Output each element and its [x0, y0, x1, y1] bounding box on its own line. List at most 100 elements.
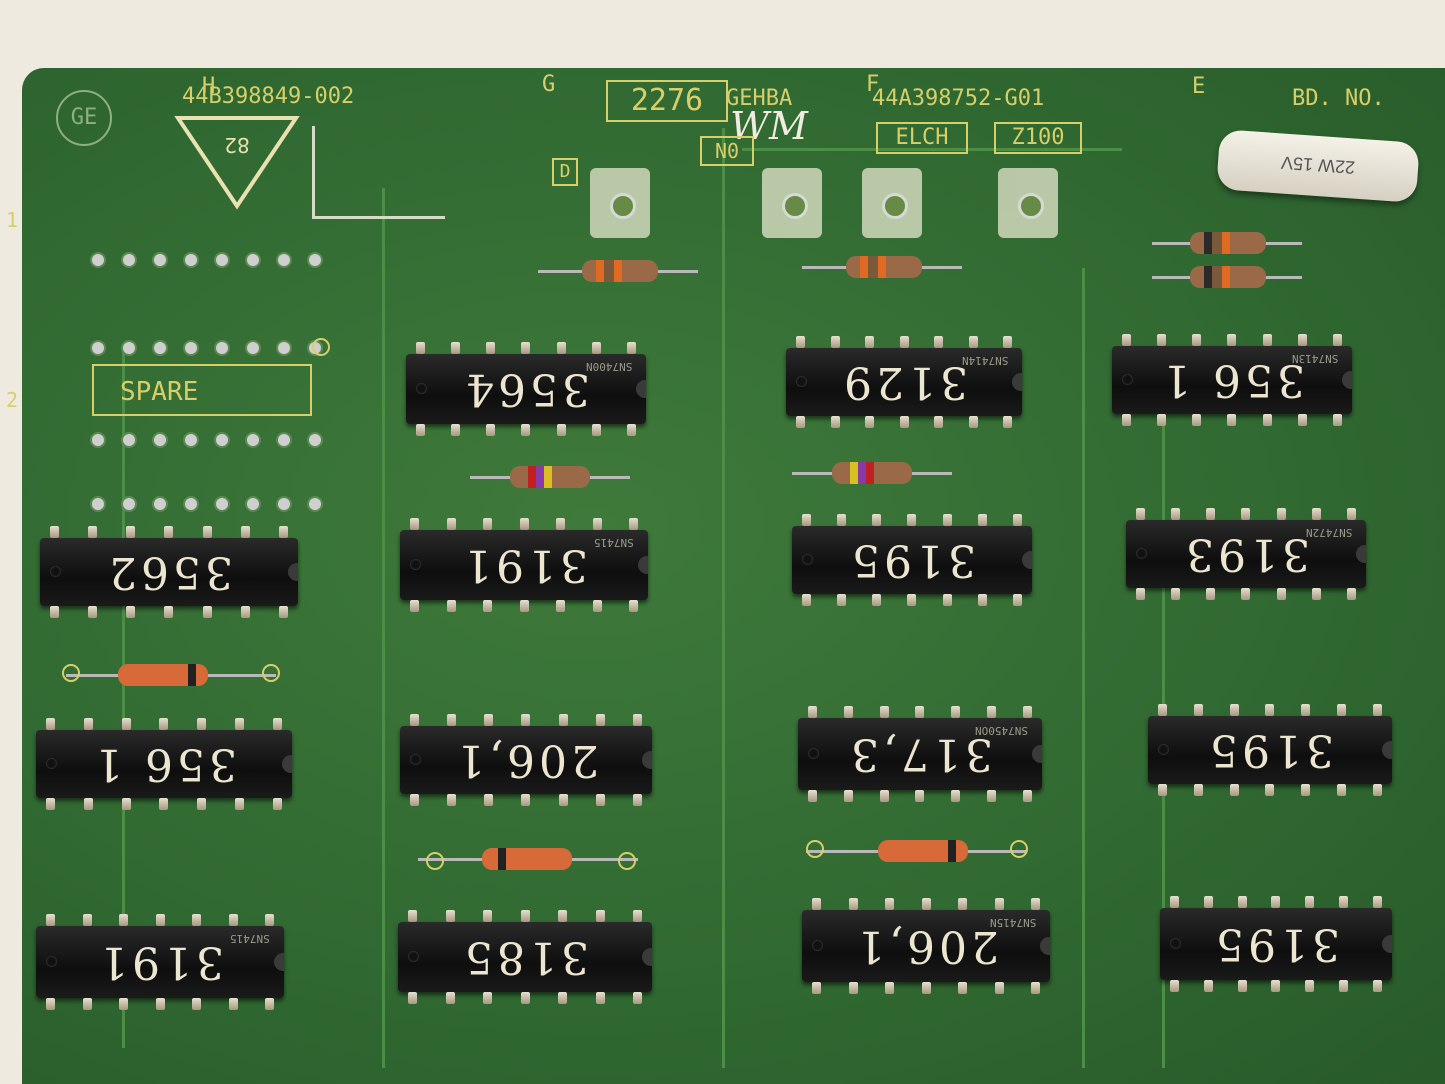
- ic-chip: 206,1: [400, 714, 652, 806]
- solder-pad: [123, 434, 135, 446]
- corner-letter-f: F: [866, 72, 880, 97]
- pin1-marker: [46, 758, 57, 769]
- chip-label: 356 1: [91, 738, 237, 790]
- chip-part-code: SN7414N: [961, 354, 1008, 367]
- code-suffix: GEHBA: [726, 86, 793, 111]
- jumper-post[interactable]: [590, 168, 650, 238]
- chip-label: 3195: [1212, 918, 1340, 970]
- chip-notch: [1022, 551, 1032, 569]
- ge-logo: GE: [56, 90, 112, 146]
- trace: [722, 128, 725, 1068]
- chip-part-code: SN7450ON: [975, 724, 1028, 737]
- pin1-marker: [1170, 938, 1181, 949]
- chip-notch: [638, 556, 648, 574]
- solder-pad: [185, 498, 197, 510]
- solder-pad: [154, 498, 166, 510]
- diode: [806, 840, 1026, 862]
- corner-letter-h: H: [202, 74, 216, 99]
- chip-label: 3195: [848, 534, 976, 586]
- chip-part-code: SN7413N: [1291, 352, 1338, 365]
- solder-pad: [185, 434, 197, 446]
- chip-notch: [1032, 745, 1042, 763]
- solder-pad: [123, 342, 135, 354]
- solder-pad: [216, 254, 228, 266]
- handwritten-initials: WM: [730, 104, 808, 148]
- svg-text:82: 82: [224, 133, 249, 157]
- jumper-post[interactable]: [998, 168, 1058, 238]
- circuit-board: GE H 44B398849-002 G 2276 GEHBA F 44A398…: [6, 68, 1445, 1084]
- jumper-post[interactable]: [762, 168, 822, 238]
- trace: [1082, 268, 1085, 1068]
- edge-mark-1: 1: [6, 208, 19, 232]
- chip-notch: [642, 948, 652, 966]
- chip-notch: [282, 755, 292, 773]
- solder-ring: [806, 840, 824, 858]
- chip-part-code: SN7415: [594, 536, 634, 549]
- solder-pad: [123, 498, 135, 510]
- chip-notch: [1342, 371, 1352, 389]
- solder-pad: [247, 498, 259, 510]
- solder-pad: [247, 342, 259, 354]
- ic-chip: 3195: [792, 514, 1032, 606]
- solder-ring: [312, 338, 330, 356]
- ic-chip: 3195: [1160, 896, 1392, 992]
- board-number-label: BD. NO.: [1292, 86, 1385, 111]
- ic-chip-body: 3185: [398, 922, 652, 992]
- ic-chip: 3185: [398, 910, 652, 1004]
- chip-notch: [274, 953, 284, 971]
- power-resistor: 22W 15V: [1216, 129, 1420, 203]
- jumper-post[interactable]: [862, 168, 922, 238]
- solder-ring: [618, 852, 636, 870]
- jumper-label-z100: Z100: [994, 122, 1082, 154]
- pin1-marker: [408, 951, 419, 962]
- pin1-marker: [46, 956, 57, 967]
- handwritten-mark: [312, 126, 445, 219]
- chip-notch: [1012, 373, 1022, 391]
- resistor: [802, 256, 962, 278]
- solder-ring: [62, 664, 80, 682]
- ic-chip: 3562: [40, 526, 298, 618]
- trace: [382, 188, 385, 1068]
- spare-label: SPARE: [92, 364, 312, 416]
- part-number-left: 44B398849-002: [182, 84, 355, 109]
- pin1-marker: [410, 559, 421, 570]
- trace: [742, 148, 1122, 151]
- inspection-stamp: 82: [174, 116, 300, 210]
- resistor: [1152, 232, 1302, 254]
- solder-pad: [247, 254, 259, 266]
- resistor: [538, 260, 698, 282]
- pin1-marker: [1122, 374, 1133, 385]
- solder-pad: [309, 434, 321, 446]
- resistor: [792, 462, 952, 484]
- chip-notch: [642, 751, 652, 769]
- power-resistor-text: 22W 15V: [1280, 152, 1356, 178]
- solder-pad: [154, 342, 166, 354]
- diode: [66, 664, 276, 686]
- solder-pad: [309, 254, 321, 266]
- chip-part-code: SN7472N: [1305, 526, 1352, 539]
- chip-label: 206,1: [453, 734, 599, 786]
- diode: [418, 848, 638, 870]
- chip-label: 3185: [461, 931, 589, 983]
- ic-chip-body: 206,1: [400, 726, 652, 794]
- chip-label: 3195: [1206, 724, 1334, 776]
- pin1-marker: [808, 748, 819, 759]
- chip-notch: [288, 563, 298, 581]
- corner-letter-e: E: [1192, 74, 1206, 99]
- chip-part-code: SN7400N: [585, 360, 632, 373]
- edge-mark-2: 2: [6, 388, 19, 412]
- chip-notch: [1040, 937, 1050, 955]
- ic-chip-body: 3195: [1160, 908, 1392, 980]
- solder-pad: [154, 434, 166, 446]
- pin1-marker: [1136, 548, 1147, 559]
- solder-ring: [1010, 840, 1028, 858]
